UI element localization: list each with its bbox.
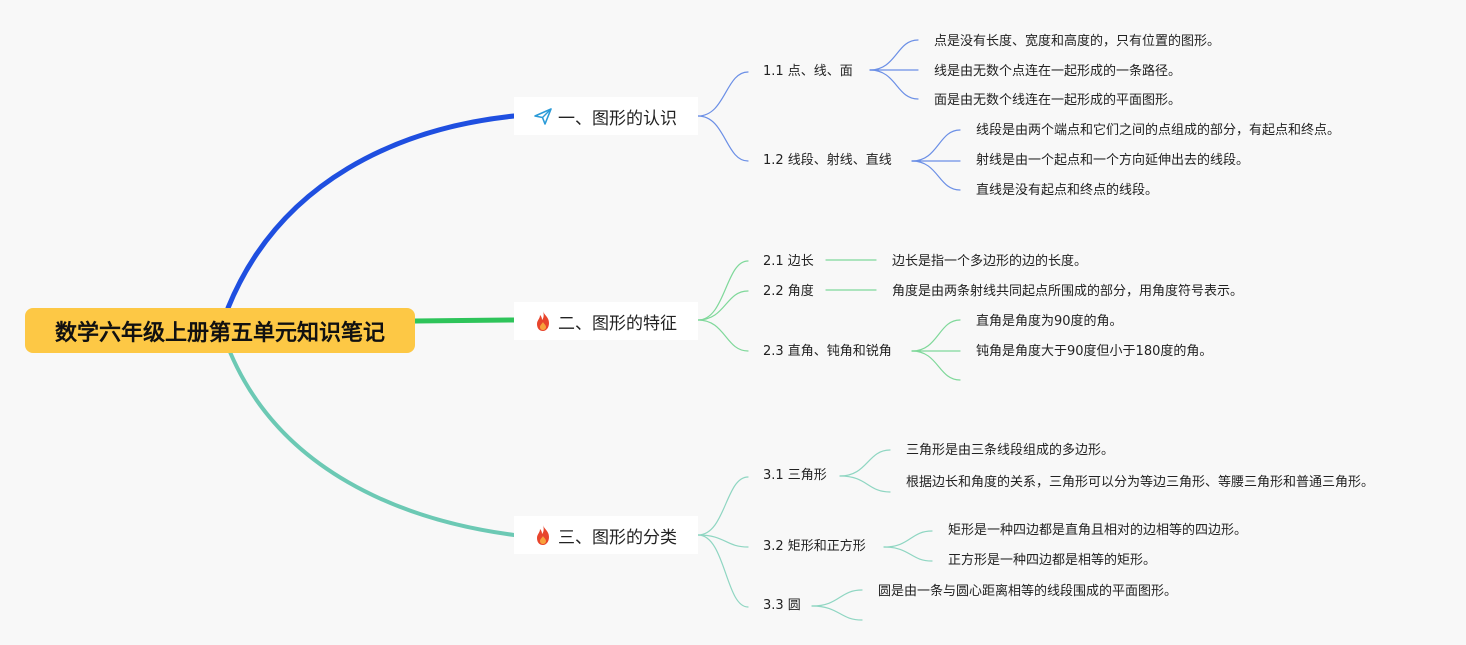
- branch-line-2: [412, 317, 517, 324]
- topic-node-3[interactable]: 三、图形的分类: [514, 516, 698, 554]
- topic-node-1[interactable]: 一、图形的认识: [514, 97, 698, 135]
- connector-s11-3: [869, 69, 919, 100]
- subtopic-3-2[interactable]: 3.2 矩形和正方形: [763, 539, 866, 554]
- connector-t2-1: [697, 260, 749, 321]
- subtopic-2-2[interactable]: 2.2 角度: [763, 284, 814, 299]
- connector-s23-3: [911, 350, 961, 381]
- connector-t3-1: [697, 476, 749, 536]
- subtopic-2-3[interactable]: 2.3 直角、钝角和锐角: [763, 344, 892, 359]
- fire-icon: [532, 310, 554, 332]
- connector-t2-2: [697, 290, 749, 321]
- connector-s23-1: [911, 319, 961, 352]
- topic-label: 三、图形的分类: [558, 527, 677, 548]
- connector-s12-3: [911, 160, 961, 191]
- connector-s11-1: [869, 39, 919, 71]
- leaf-1-2-2[interactable]: 射线是由一个起点和一个方向延伸出去的线段。: [976, 153, 1250, 168]
- connector-s33-1: [811, 589, 863, 607]
- subtopic-2-1[interactable]: 2.1 边长: [763, 254, 814, 269]
- connector-s33-2: [811, 605, 863, 621]
- leaf-3-1-1[interactable]: 三角形是由三条线段组成的多边形。: [906, 443, 1115, 458]
- subtopic-3-1[interactable]: 3.1 三角形: [763, 468, 827, 483]
- leaf-1-2-3[interactable]: 直线是没有起点和终点的线段。: [976, 183, 1159, 198]
- subtopic-1-1[interactable]: 1.1 点、线、面: [763, 64, 853, 79]
- leaf-1-1-1[interactable]: 点是没有长度、宽度和高度的，只有位置的图形。: [934, 34, 1221, 49]
- connector-s31-1: [839, 449, 891, 477]
- connector-s12-1: [911, 129, 961, 162]
- subtopic-3-3[interactable]: 3.3 圆: [763, 598, 801, 613]
- leaf-3-3-1[interactable]: 圆是由一条与圆心距离相等的线段围成的平面图形。: [878, 584, 1178, 599]
- leaf-3-2-2[interactable]: 正方形是一种四边都是相等的矩形。: [948, 553, 1157, 568]
- topic-node-2[interactable]: 二、图形的特征: [514, 302, 698, 340]
- connector-t3-3: [697, 534, 749, 608]
- branch-line-3: [228, 350, 516, 537]
- root-node[interactable]: 数学六年级上册第五单元知识笔记: [25, 308, 415, 353]
- connector-t2-3: [697, 319, 749, 352]
- connector-t1-2: [697, 115, 749, 162]
- connector-s32-2: [883, 546, 933, 562]
- topic-label: 二、图形的特征: [558, 313, 677, 334]
- leaf-2-3-2[interactable]: 钝角是角度大于90度但小于180度的角。: [976, 344, 1213, 359]
- subtopic-1-2[interactable]: 1.2 线段、射线、直线: [763, 153, 892, 168]
- connector-t1-1: [697, 71, 749, 117]
- leaf-1-2-1[interactable]: 线段是由两个端点和它们之间的点组成的部分，有起点和终点。: [976, 123, 1341, 138]
- connector-s32-1: [883, 530, 933, 548]
- connector-s31-2: [839, 475, 891, 493]
- topic-label: 一、图形的认识: [558, 108, 677, 129]
- leaf-1-1-2[interactable]: 线是由无数个点连在一起形成的一条路径。: [934, 64, 1182, 79]
- leaf-2-3-1[interactable]: 直角是角度为90度的角。: [976, 314, 1123, 329]
- connector-t3-2: [697, 534, 749, 548]
- leaf-2-1-1[interactable]: 边长是指一个多边形的边的长度。: [892, 254, 1088, 269]
- leaf-1-1-3[interactable]: 面是由无数个线连在一起形成的平面图形。: [934, 93, 1182, 108]
- leaf-3-2-1[interactable]: 矩形是一种四边都是直角且相对的边相等的四边形。: [948, 523, 1248, 538]
- fire-icon: [532, 524, 554, 546]
- leaf-2-2-1[interactable]: 角度是由两条射线共同起点所围成的部分，用角度符号表示。: [892, 284, 1244, 299]
- paper-plane-icon: [532, 105, 554, 127]
- branch-line-1: [225, 113, 517, 311]
- leaf-3-1-2[interactable]: 根据边长和角度的关系，三角形可以分为等边三角形、等腰三角形和普通三角形。: [906, 475, 1375, 490]
